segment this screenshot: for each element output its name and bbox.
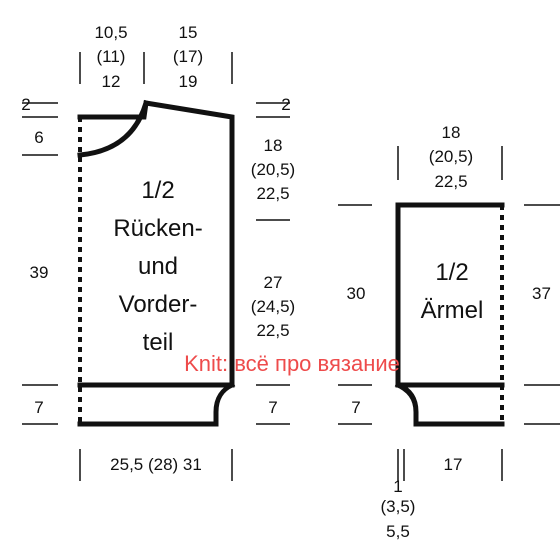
body-top-right-width-3: 19	[179, 72, 198, 91]
sleeve-top-width-3: 22,5	[434, 172, 467, 191]
body-bottom-width-ticks	[79, 449, 233, 481]
sleeve-bottom-right-width: 17	[444, 455, 463, 474]
body-right-height-ticks	[256, 102, 290, 425]
body-title-line-5: teil	[143, 329, 174, 356]
watermark-text: Knit: всё про вязание	[184, 351, 400, 376]
sleeve-top-width-ticks	[397, 146, 503, 180]
body-left-height-4: 7	[34, 398, 43, 417]
sleeve-top-width-2: (20,5)	[429, 147, 473, 166]
sleeve-left-height-ticks	[338, 204, 372, 425]
body-outline	[77, 100, 235, 388]
body-right-upper-2: (20,5)	[251, 160, 295, 179]
body-top-left-width-1: 10,5	[94, 23, 127, 42]
body-right-middle-2: (24,5)	[251, 297, 295, 316]
sleeve-bottom-left-width-3: 5,5	[386, 522, 410, 541]
sleeve-left-height-2: 7	[351, 398, 360, 417]
body-title-line-3: und	[138, 253, 178, 280]
body-neckline	[77, 99, 150, 158]
sleeve-left-height-1: 30	[347, 284, 366, 303]
sleeve-bottom-left-width-2: (3,5)	[381, 497, 416, 516]
sleeve-title-line-1: 1/2	[435, 259, 468, 286]
body-top-right-width-1: 15	[179, 23, 198, 42]
body-ribbing-edge	[77, 381, 236, 427]
body-top-left-width-2: (11)	[97, 47, 126, 66]
sleeve-bottom-left-width-1: 1	[393, 477, 402, 496]
body-top-width-ticks	[79, 52, 233, 84]
body-title-line-2: Rücken-	[113, 215, 202, 242]
body-top-right-width-2: (17)	[173, 47, 203, 66]
body-title-line-1: 1/2	[141, 177, 174, 204]
sleeve-piece: 1/2 Ärmel	[394, 202, 505, 427]
body-left-height-2: 6	[34, 128, 43, 147]
body-right-middle-3: 22,5	[256, 321, 289, 340]
body-title-line-4: Vorder-	[119, 291, 198, 318]
sleeve-outline	[395, 202, 505, 388]
body-right-middle-1: 27	[264, 273, 283, 292]
sleeve-title-line-2: Ärmel	[421, 297, 484, 324]
body-right-upper-3: 22,5	[256, 184, 289, 203]
sleeve-top-width-1: 18	[442, 123, 461, 142]
body-piece: 1/2 Rücken- und Vorder- teil	[77, 99, 236, 427]
sleeve-cuff-edge	[394, 381, 505, 427]
body-right-height-top: 2	[281, 95, 290, 114]
body-left-height-1: 2	[21, 95, 30, 114]
sleeve-right-height: 37	[532, 284, 551, 303]
body-top-left-width-3: 12	[102, 72, 121, 91]
sleeve-right-height-ticks	[524, 204, 560, 425]
body-bottom-width: 25,5 (28) 31	[110, 455, 202, 474]
body-left-height-ticks	[22, 102, 58, 425]
sleeve-bottom-width-ticks	[397, 449, 503, 481]
body-right-upper-1: 18	[264, 136, 283, 155]
body-left-height-3: 39	[30, 263, 49, 282]
body-right-height-bottom: 7	[268, 398, 277, 417]
